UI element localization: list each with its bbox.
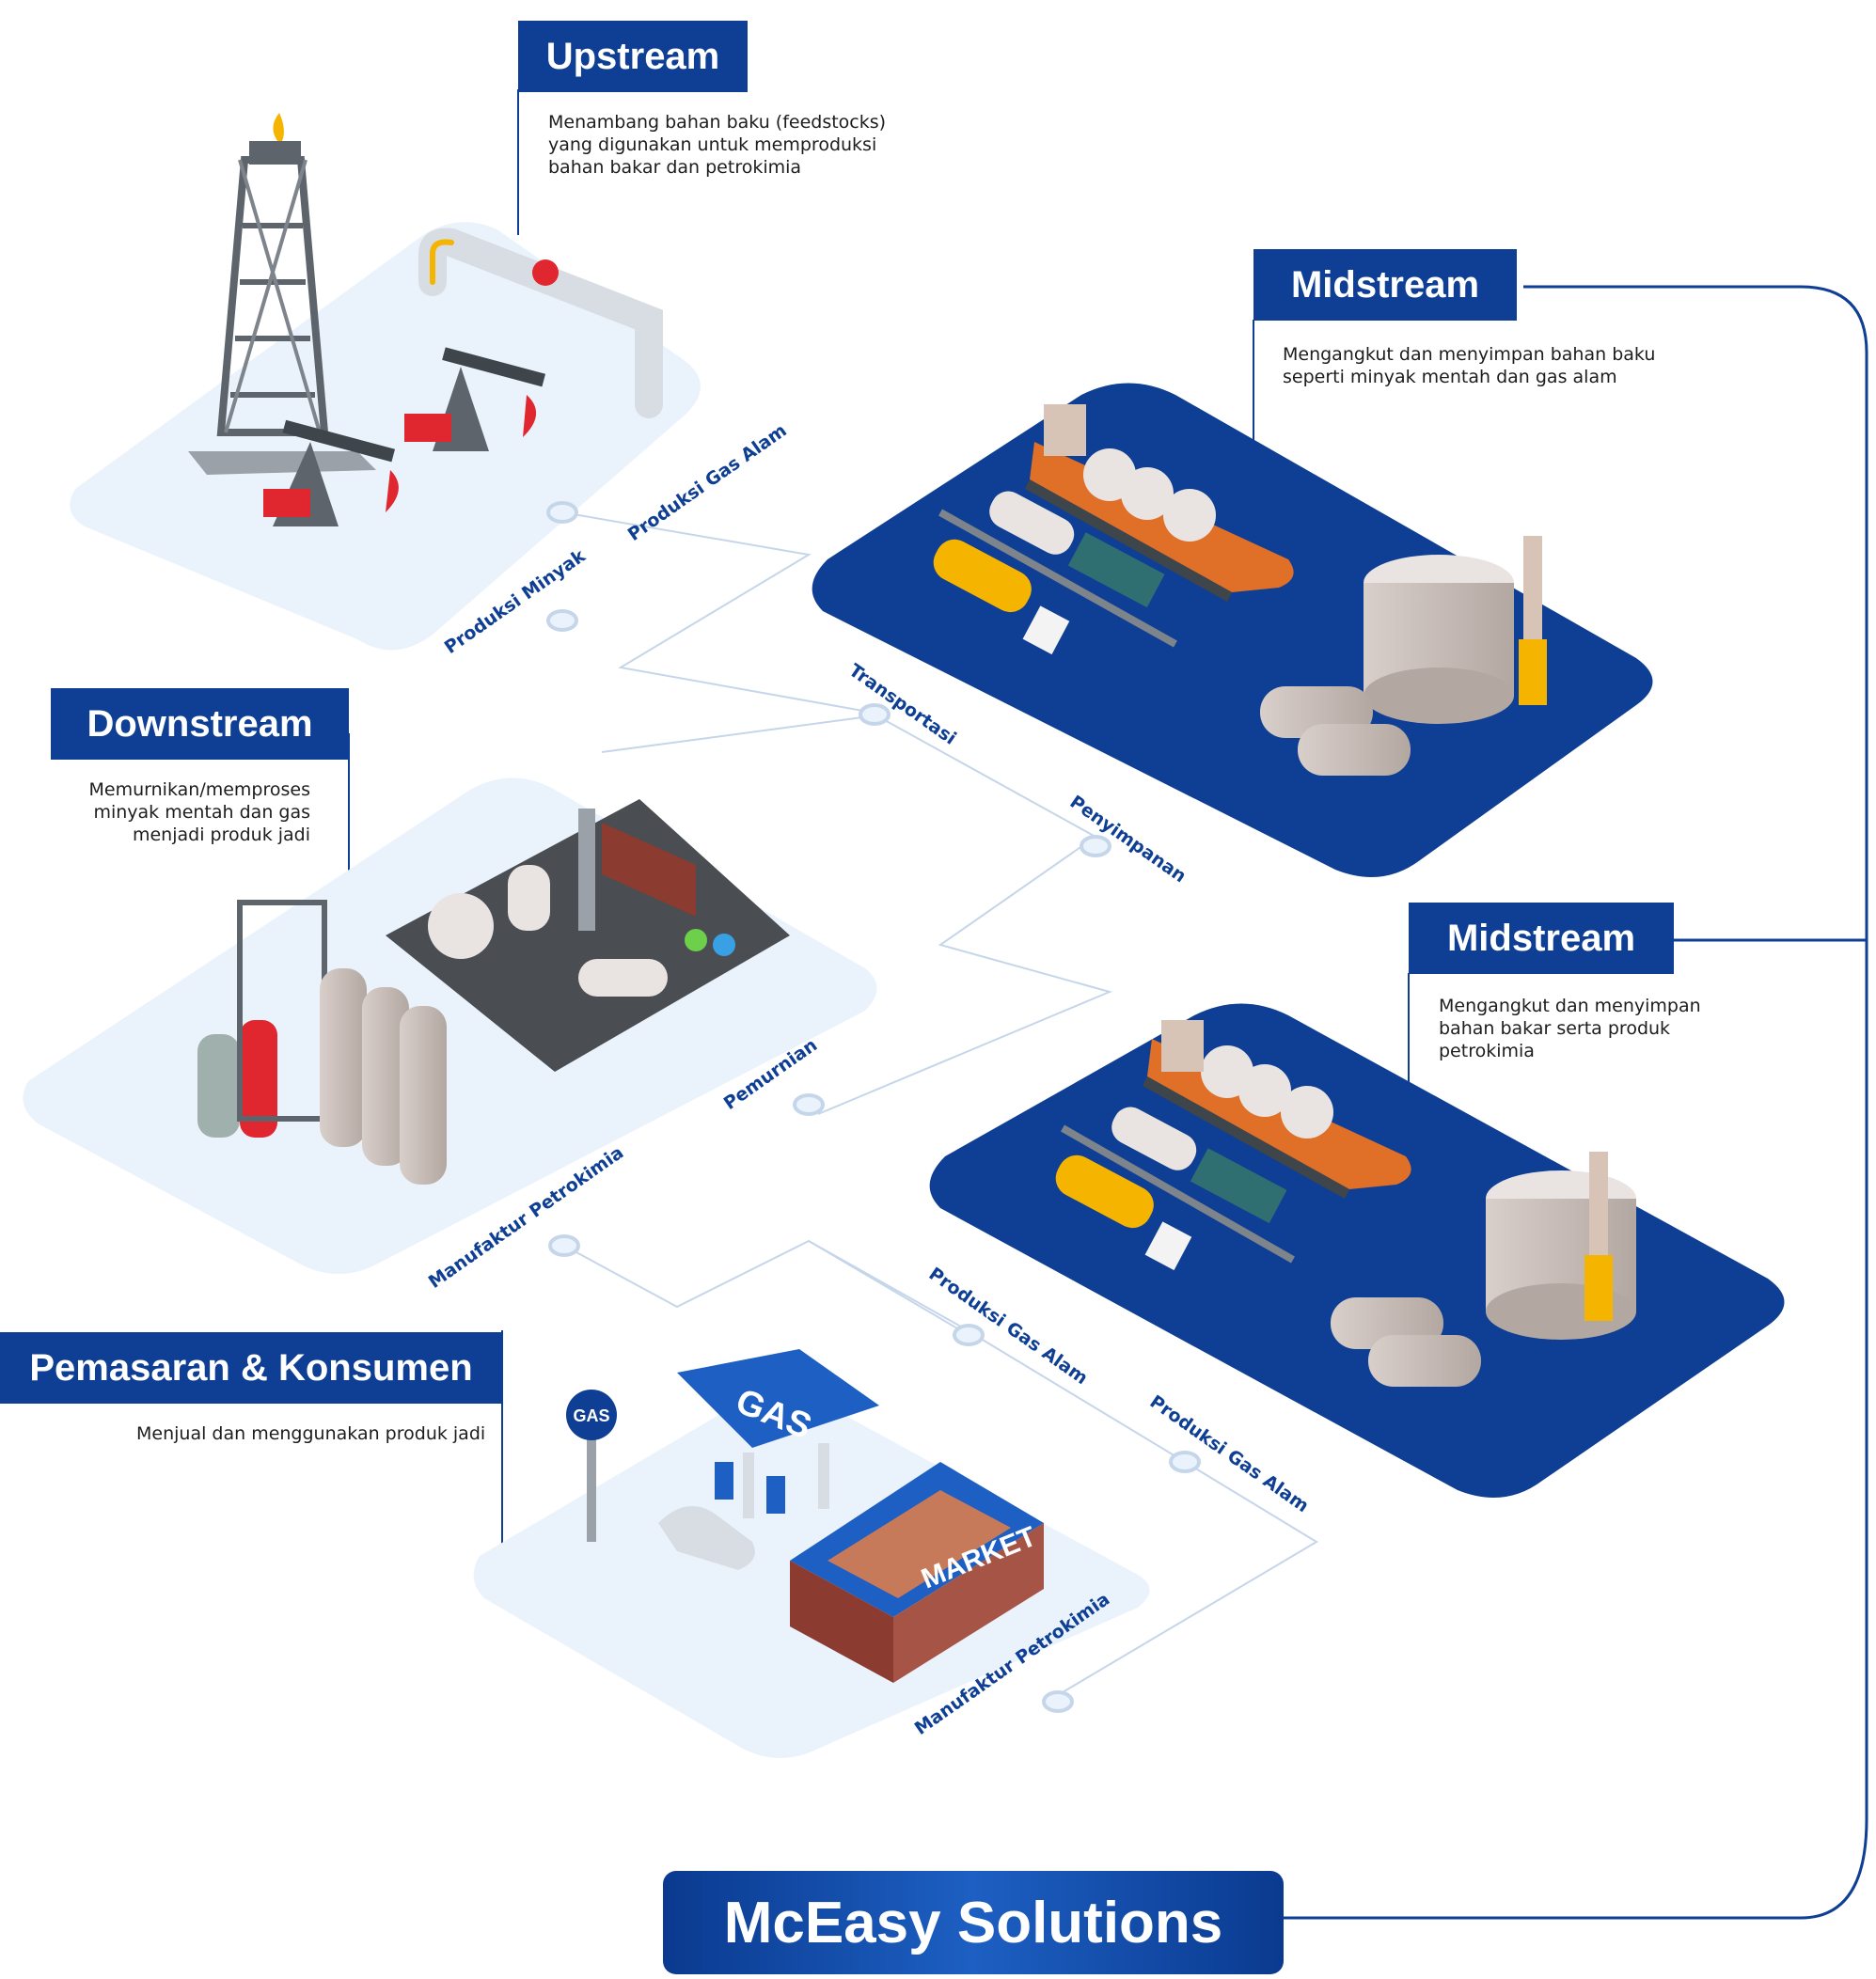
gas-pole-sign: GAS (573, 1406, 609, 1425)
downstream-description: Memurnikan/memproses minyak mentah dan g… (88, 779, 310, 845)
right-bracket-line (1284, 285, 1868, 1920)
storage-tank-illustration-2 (1331, 1152, 1636, 1387)
storage-tank-illustration-1 (1260, 536, 1547, 776)
market-store-illustration: MARKET (790, 1462, 1044, 1683)
train-illustration-1 (938, 491, 1177, 648)
connector-dots (546, 501, 1201, 1713)
midstream-2-title: Midstream (1409, 903, 1674, 974)
downstream-platform (23, 777, 877, 1274)
fuel-truck-illustration-2 (1055, 1154, 1192, 1271)
midstream-2-description: Mengangkut dan menyimpan bahan bakar ser… (1439, 996, 1701, 1061)
midstream-1-title: Midstream (1253, 249, 1517, 321)
upstream-platform (70, 222, 701, 651)
refinery-illustration (197, 900, 447, 1185)
downstream-title: Downstream (51, 688, 349, 760)
lng-tanker-ship-2 (1143, 1020, 1411, 1199)
processing-plant-illustration (386, 799, 790, 1072)
lng-tanker-ship-1 (1025, 404, 1294, 602)
pumpjack-illustration (263, 347, 546, 526)
upstream-title: Upstream (518, 21, 748, 92)
mceasy-solutions-banner[interactable]: McEasy Solutions (663, 1871, 1284, 1974)
pipeline-illustration (418, 228, 663, 418)
gas-station-illustration: GAS GAS (566, 1349, 879, 1570)
train-illustration-2 (1061, 1107, 1295, 1264)
midstream-1-description: Mengangkut dan menyimpan bahan baku sepe… (1283, 344, 1656, 387)
fuel-truck-illustration-1 (933, 539, 1070, 655)
marketing-title: Pemasaran & Konsumen (0, 1332, 502, 1404)
connector-lines (561, 511, 1318, 1693)
upstream-description: Menambang bahan baku (feedstocks) yang d… (548, 112, 887, 178)
marketing-description: Menjual dan menggunakan produk jadi (136, 1423, 486, 1444)
midstream-2-platform (929, 1003, 1785, 1498)
